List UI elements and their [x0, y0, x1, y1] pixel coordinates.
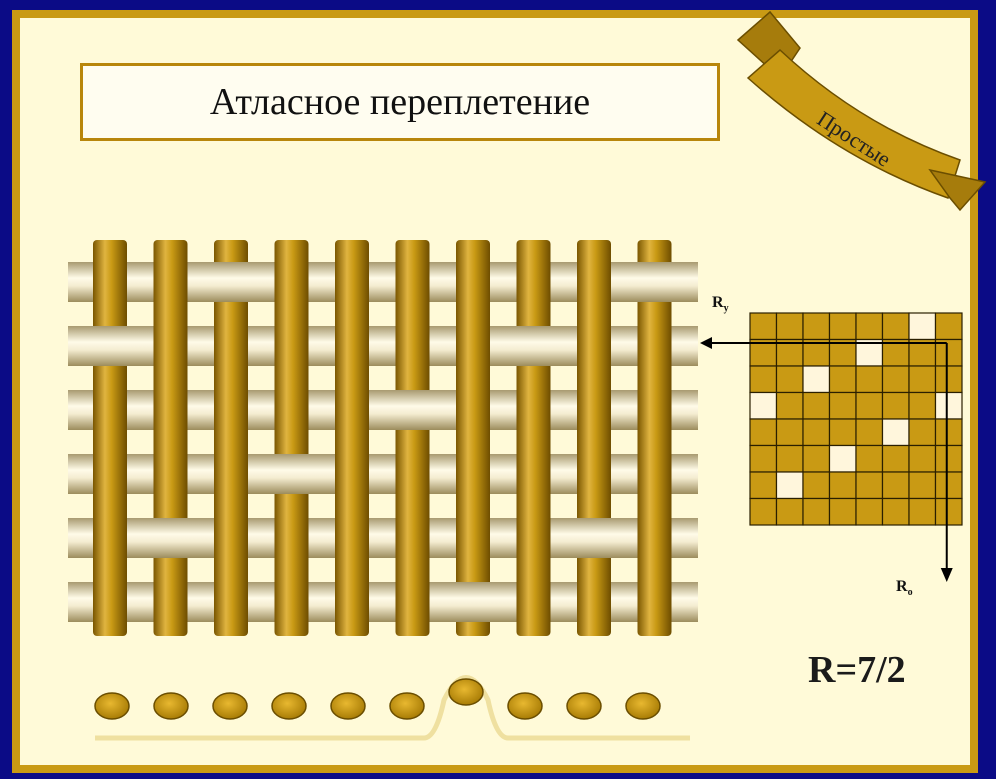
grid-cell	[909, 419, 936, 446]
grid-cell	[830, 472, 857, 499]
grid-cell	[830, 499, 857, 526]
warp-thread	[335, 240, 369, 636]
grid-cell	[803, 393, 830, 420]
grid-cell	[803, 419, 830, 446]
grid-cell	[883, 446, 910, 473]
grid-cell	[936, 313, 963, 340]
grid-cell	[777, 499, 804, 526]
warp-thread	[517, 240, 551, 636]
grid-cell	[909, 393, 936, 420]
grid-cell	[883, 366, 910, 393]
warp-cross-section	[567, 693, 601, 719]
grid-cell	[856, 472, 883, 499]
weft-float	[382, 390, 444, 430]
grid-cell	[909, 472, 936, 499]
warp-cross-section	[449, 679, 483, 705]
grid-cell	[909, 366, 936, 393]
warp-cross-section	[390, 693, 424, 719]
grid-cell-light	[803, 366, 830, 393]
grid-cell	[777, 393, 804, 420]
grid-cell	[803, 472, 830, 499]
grid-cell	[830, 419, 857, 446]
grid-cell	[936, 446, 963, 473]
repeat-formula: R=7/2	[808, 648, 906, 692]
grid-cell	[936, 472, 963, 499]
grid-cell	[856, 393, 883, 420]
weft-float	[140, 518, 202, 558]
warp-thread	[396, 240, 430, 636]
grid-cell	[777, 446, 804, 473]
grid-cell	[883, 499, 910, 526]
grid-cell	[936, 419, 963, 446]
warp-thread	[154, 240, 188, 636]
grid-cell	[936, 366, 963, 393]
weft-float	[563, 518, 625, 558]
grid-cell-light	[883, 419, 910, 446]
weft-float	[442, 582, 504, 622]
grid-cell-light	[750, 393, 777, 420]
grid-cell	[856, 313, 883, 340]
weft-axis-arrow	[941, 568, 953, 582]
category-ribbon: Простые	[738, 12, 985, 210]
grid-cell	[777, 313, 804, 340]
warp-cross-section	[272, 693, 306, 719]
grid-cell	[803, 446, 830, 473]
warp-axis-arrow	[700, 337, 712, 349]
warp-cross-section	[331, 693, 365, 719]
warp-thread	[93, 240, 127, 636]
grid-cell	[830, 393, 857, 420]
weft-float	[79, 326, 141, 366]
weft-float	[624, 262, 686, 302]
grid-cell	[803, 499, 830, 526]
weft-float	[261, 454, 323, 494]
warp-thread	[456, 240, 490, 636]
grid-cell	[750, 419, 777, 446]
warp-cross-section	[95, 693, 129, 719]
warp-cross-section	[213, 693, 247, 719]
grid-cell	[750, 313, 777, 340]
warp-cross-section	[154, 693, 188, 719]
grid-cell	[856, 446, 883, 473]
grid-cell-light	[777, 472, 804, 499]
cross-section	[95, 678, 690, 739]
grid-cell	[883, 472, 910, 499]
warp-cross-section	[508, 693, 542, 719]
grid-cell	[750, 499, 777, 526]
grid-cell-light	[830, 446, 857, 473]
grid-cell	[883, 313, 910, 340]
grid-cell	[856, 419, 883, 446]
weave-grid	[700, 313, 962, 582]
grid-cell	[830, 366, 857, 393]
grid-cell	[830, 313, 857, 340]
grid-cell	[909, 446, 936, 473]
warp-thread	[577, 240, 611, 636]
grid-cell	[909, 499, 936, 526]
grid-cell	[777, 366, 804, 393]
warp-thread	[275, 240, 309, 636]
weave-pattern	[68, 240, 698, 636]
grid-cell	[803, 313, 830, 340]
weft-float	[200, 262, 262, 302]
grid-cell	[936, 499, 963, 526]
grid-cell	[777, 419, 804, 446]
axis-label-weft: Ro	[896, 578, 913, 598]
grid-cell	[856, 366, 883, 393]
grid-cell	[856, 499, 883, 526]
weft-float	[503, 326, 565, 366]
axis-label-warp: Ry	[712, 294, 729, 314]
grid-cell-light	[909, 313, 936, 340]
grid-cell	[750, 366, 777, 393]
grid-cell	[750, 472, 777, 499]
warp-cross-section	[626, 693, 660, 719]
grid-cell	[750, 446, 777, 473]
grid-cell-light	[936, 393, 963, 420]
grid-cell	[883, 393, 910, 420]
